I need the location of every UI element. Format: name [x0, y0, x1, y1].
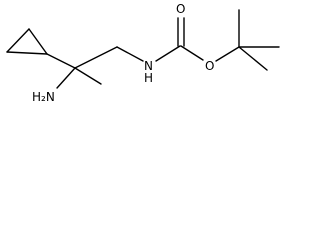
ester-oxygen-label: O [205, 59, 214, 73]
bond-ring-3 [28, 28, 48, 55]
bond-quaternary-carbon-to-methyl [74, 67, 102, 85]
bond-quaternary-carbon-to-methylene [74, 46, 118, 69]
bond-ester-oxygen-to-tert-butyl-carbon [215, 46, 240, 62]
chemical-structure: H₂N N H O O [6, 2, 280, 104]
bond-ring-1 [6, 28, 30, 53]
bond-carbonyl-carbon-to-ester-oxygen [180, 45, 204, 61]
bond-ring-2 [6, 51, 48, 55]
bond-amide-nitrogen-to-carbonyl-carbon [155, 45, 181, 62]
bond-tert-butyl-methyl-down [238, 46, 268, 71]
bond-ring-to-quaternary-carbon [46, 53, 76, 69]
amine-label: H₂N [32, 90, 55, 104]
bond-quaternary-carbon-to-amine [56, 67, 76, 89]
amide-hydrogen-label: H [144, 71, 153, 85]
carbonyl-oxygen-label: O [176, 2, 185, 16]
bond-methylene-to-amide-nitrogen [116, 46, 144, 62]
cyclopropyl-ring [6, 28, 48, 55]
amide-nitrogen-label: N [144, 59, 153, 73]
